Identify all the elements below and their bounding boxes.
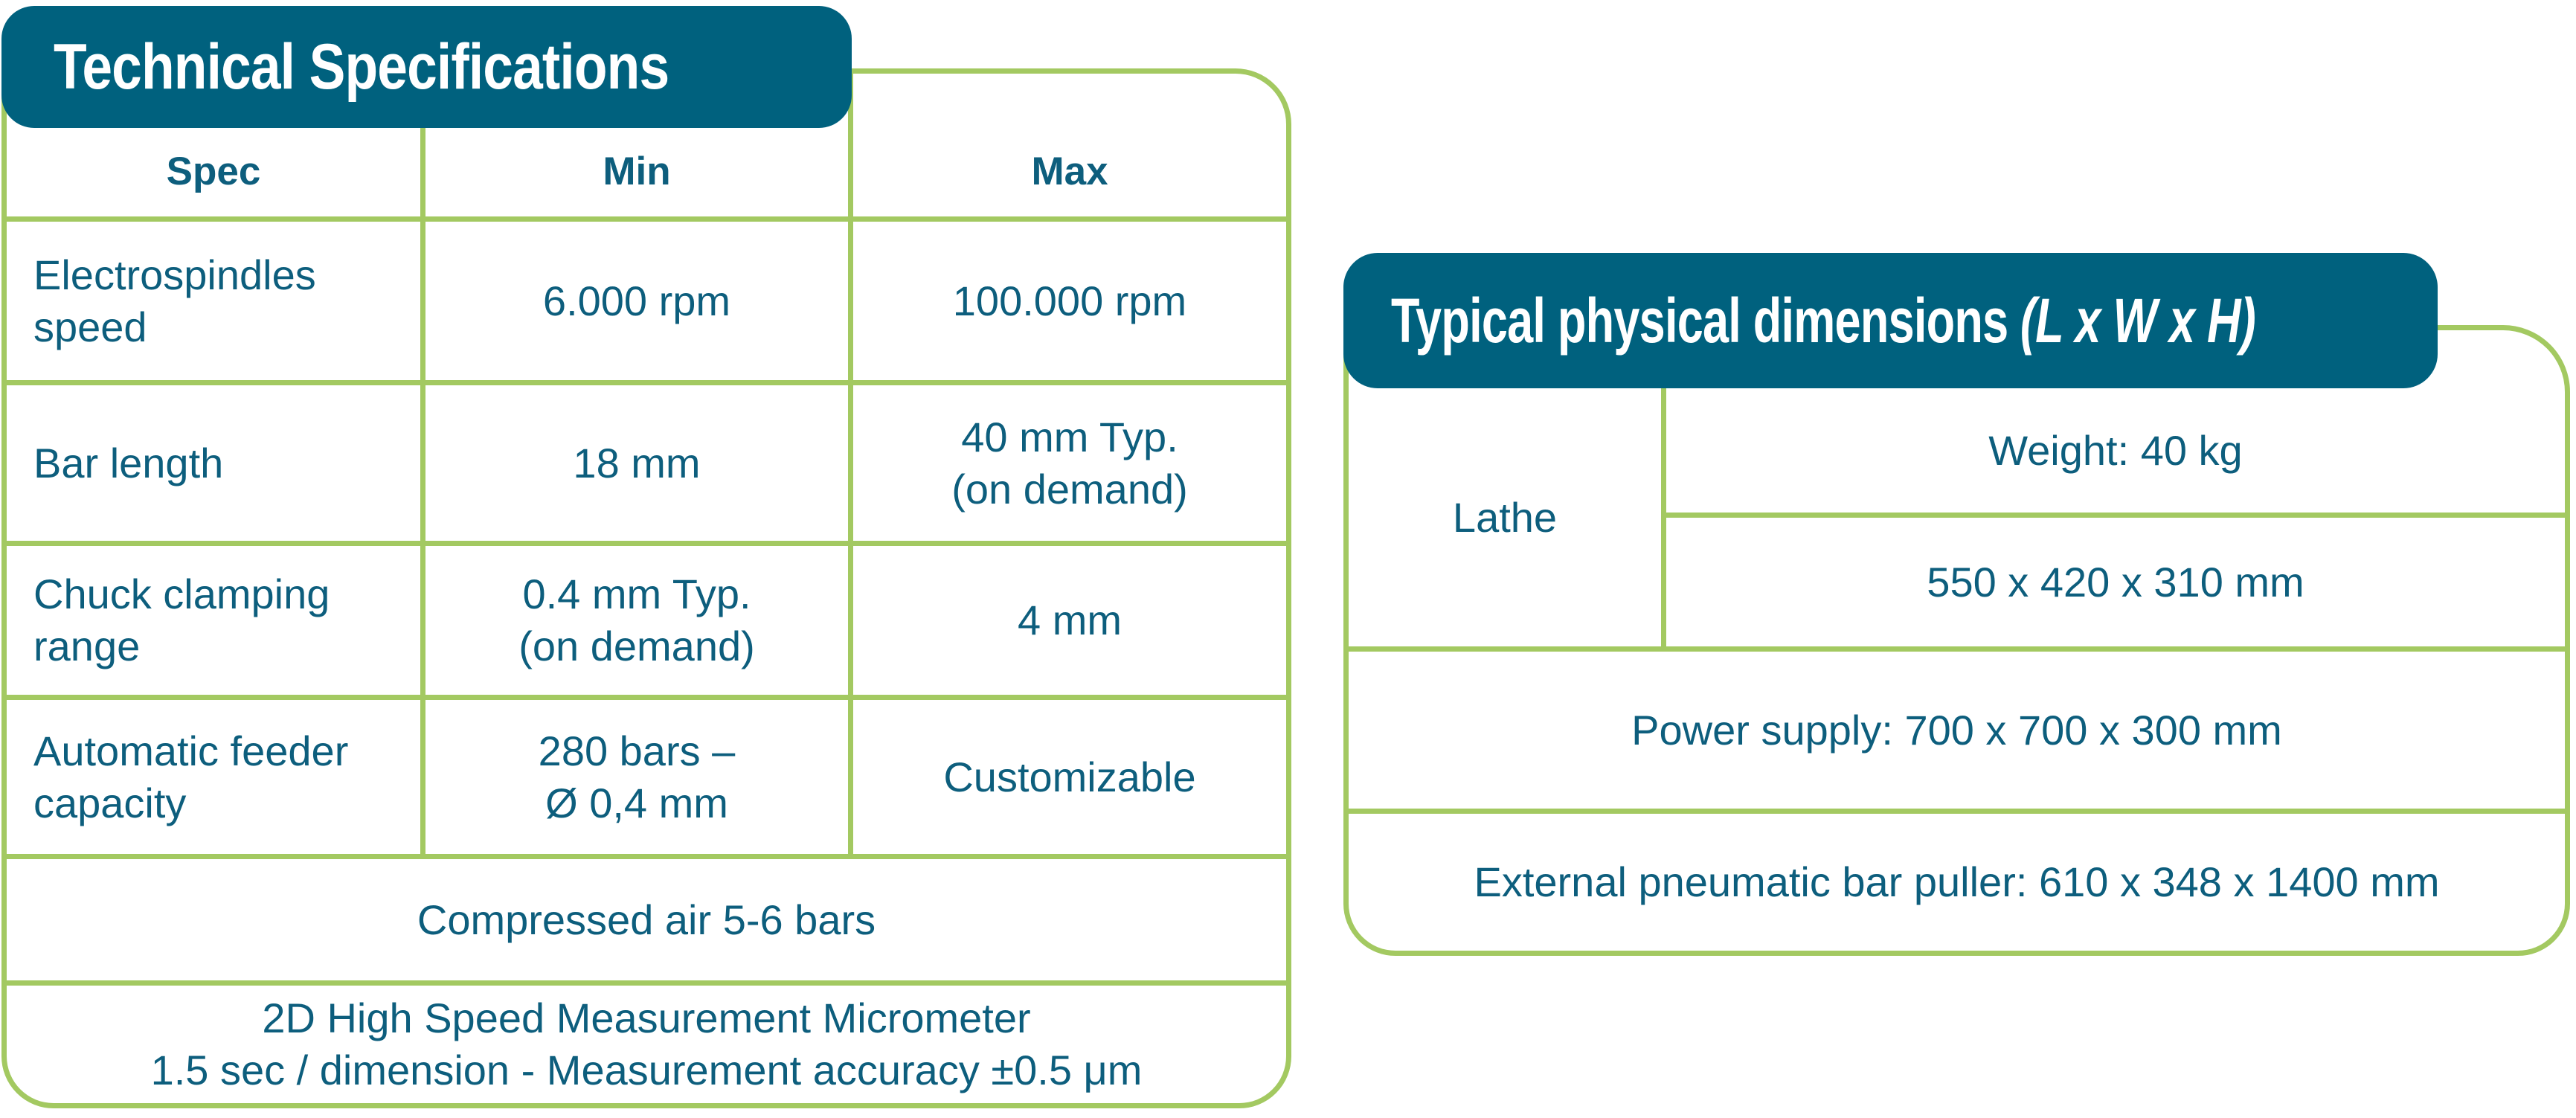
physical-dimensions-title-box: Typical physical dimensions(L x W x H) [1343,253,2438,388]
technical-specifications-title-box: Technical Specifications [1,6,852,128]
physical-dimensions-title: Typical physical dimensions(L x W x H) [1391,285,2256,357]
physical-dimensions-title-main: Typical physical dimensions [1391,285,2008,356]
micrometer-row: 2D High Speed Measurement Micrometer 1.5… [7,986,1286,1103]
spec-cell-automatic-feeder-capacity: Automatic feeder capacity [7,700,420,854]
spec-cell-electrospindles-speed: Electrospindles speed [7,222,420,380]
max-cell-bar-length: 40 mm Typ. (on demand) [853,385,1286,541]
min-cell-automatic-feeder-capacity: 280 bars – Ø 0,4 mm [425,700,848,854]
column-header-min-label: Min [603,150,671,194]
column-header-spec-label: Spec [166,150,261,194]
max-cell-automatic-feeder-capacity: Customizable [853,700,1286,854]
physical-dimensions-title-suffix: (L x W x H) [2020,285,2256,356]
min-cell-electrospindles-speed: 6.000 rpm [425,222,848,380]
max-cell-electrospindles-speed: 100.000 rpm [853,222,1286,380]
technical-specifications-title: Technical Specifications [54,30,669,103]
spec-cell-bar-length: Bar length [7,385,420,541]
spec-cell-chuck-clamping-range: Chuck clamping range [7,546,420,695]
lathe-size-cell: 550 x 420 x 310 mm [1666,518,2565,646]
min-cell-bar-length: 18 mm [425,385,848,541]
physical-dimensions-table: Lathe Weight: 40 kg 550 x 420 x 310 mm P… [1343,325,2570,956]
technical-specifications-table: Spec Min Max Electrospindles speed 6.000… [1,68,1291,1108]
power-supply-size-cell: Power supply: 700 x 700 x 300 mm [1349,652,2565,809]
min-cell-chuck-clamping-range: 0.4 mm Typ. (on demand) [425,546,848,695]
max-cell-chuck-clamping-range: 4 mm [853,546,1286,695]
column-header-max-label: Max [1031,150,1108,194]
compressed-air-row: Compressed air 5-6 bars [7,859,1286,980]
column-header-max: Max [853,74,1286,216]
bar-puller-size-cell: External pneumatic bar puller: 610 x 348… [1349,814,2565,951]
